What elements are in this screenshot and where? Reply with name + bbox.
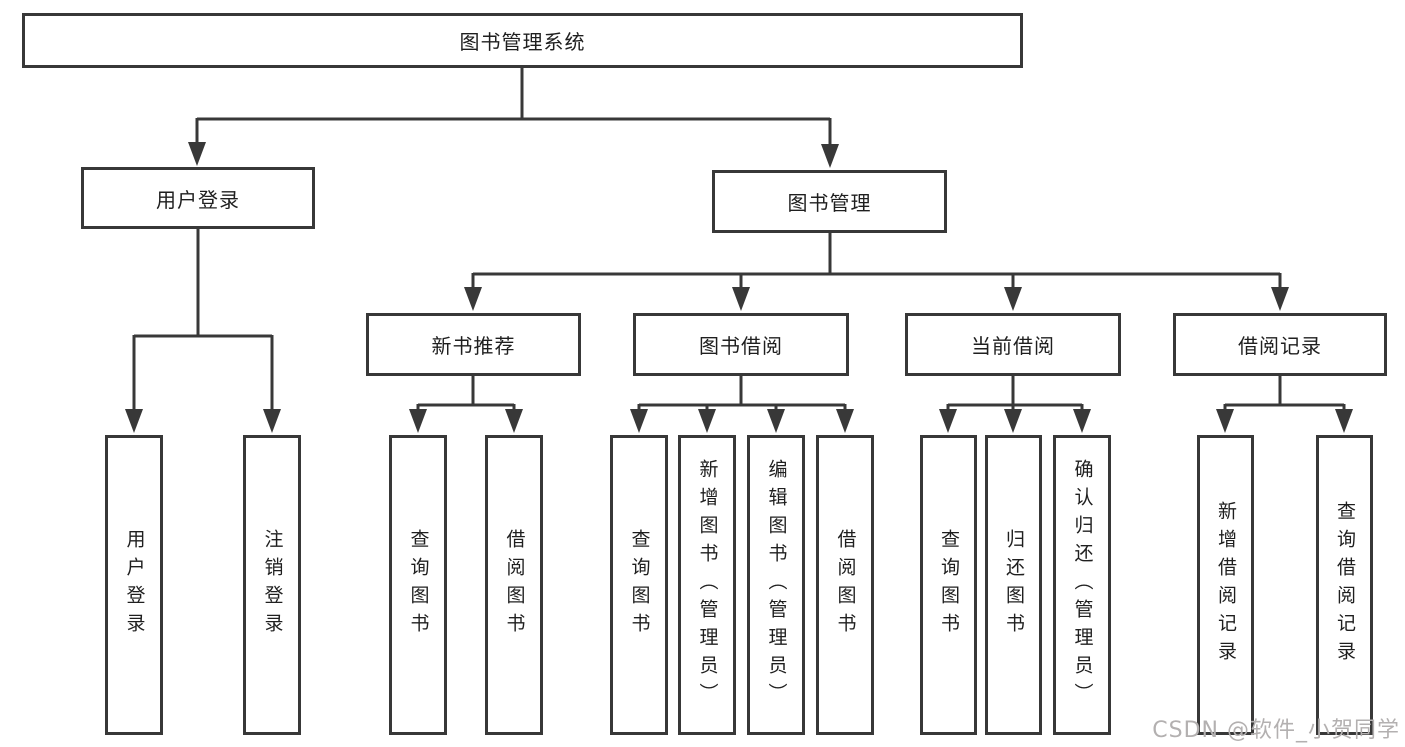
node-label: 用户登录 (123, 529, 146, 641)
leaf-borrow-book: 借阅图书 (816, 435, 874, 735)
node-label: 归还图书 (1003, 529, 1025, 641)
leaf-query-borrow-record: 查询借阅记录 (1316, 435, 1373, 735)
node-label: 用户登录 (156, 187, 240, 212)
node-current-borrow: 当前借阅 (905, 313, 1121, 376)
node-label: 查询图书 (628, 529, 651, 641)
node-book-management: 图书管理 (712, 170, 947, 233)
node-label: 当前借阅 (971, 334, 1055, 358)
node-label: 编辑图书（管理员） (765, 459, 788, 711)
node-label: 图书管理系统 (459, 30, 586, 54)
arrowheads (125, 142, 1353, 433)
leaf-confirm-return-admin: 确认归还（管理员） (1053, 435, 1111, 735)
node-label: 查询图书 (938, 529, 960, 641)
node-new-book-recommend: 新书推荐 (366, 313, 581, 376)
node-system-root: 图书管理系统 (22, 13, 1023, 68)
node-label: 查询借阅记录 (1334, 501, 1356, 669)
leaf-add-borrow-record: 新增借阅记录 (1197, 435, 1254, 735)
node-label: 图书借阅 (699, 334, 783, 358)
node-label: 借阅图书 (834, 529, 857, 641)
leaf-recommend-query-book: 查询图书 (389, 435, 447, 735)
node-user-login: 用户登录 (81, 167, 315, 229)
node-label: 借阅图书 (503, 529, 526, 641)
leaf-add-book-admin: 新增图书（管理员） (678, 435, 736, 735)
node-label: 确认归还（管理员） (1071, 459, 1094, 711)
node-label: 图书管理 (787, 191, 872, 215)
leaf-borrow-query-book: 查询图书 (610, 435, 668, 735)
node-label: 注销登录 (261, 529, 284, 641)
leaf-recommend-borrow-book: 借阅图书 (485, 435, 543, 735)
node-label: 查询图书 (407, 529, 430, 641)
node-label: 新增图书（管理员） (696, 459, 719, 711)
leaf-current-query-book: 查询图书 (920, 435, 977, 735)
node-book-borrow: 图书借阅 (633, 313, 849, 376)
node-borrow-record: 借阅记录 (1173, 313, 1387, 376)
node-label: 新增借阅记录 (1215, 501, 1237, 669)
node-label: 借阅记录 (1238, 334, 1322, 358)
node-label: 新书推荐 (431, 334, 516, 358)
leaf-edit-book-admin: 编辑图书（管理员） (747, 435, 805, 735)
leaf-user-login: 用户登录 (105, 435, 163, 735)
leaf-logout: 注销登录 (243, 435, 301, 735)
leaf-return-book: 归还图书 (985, 435, 1042, 735)
